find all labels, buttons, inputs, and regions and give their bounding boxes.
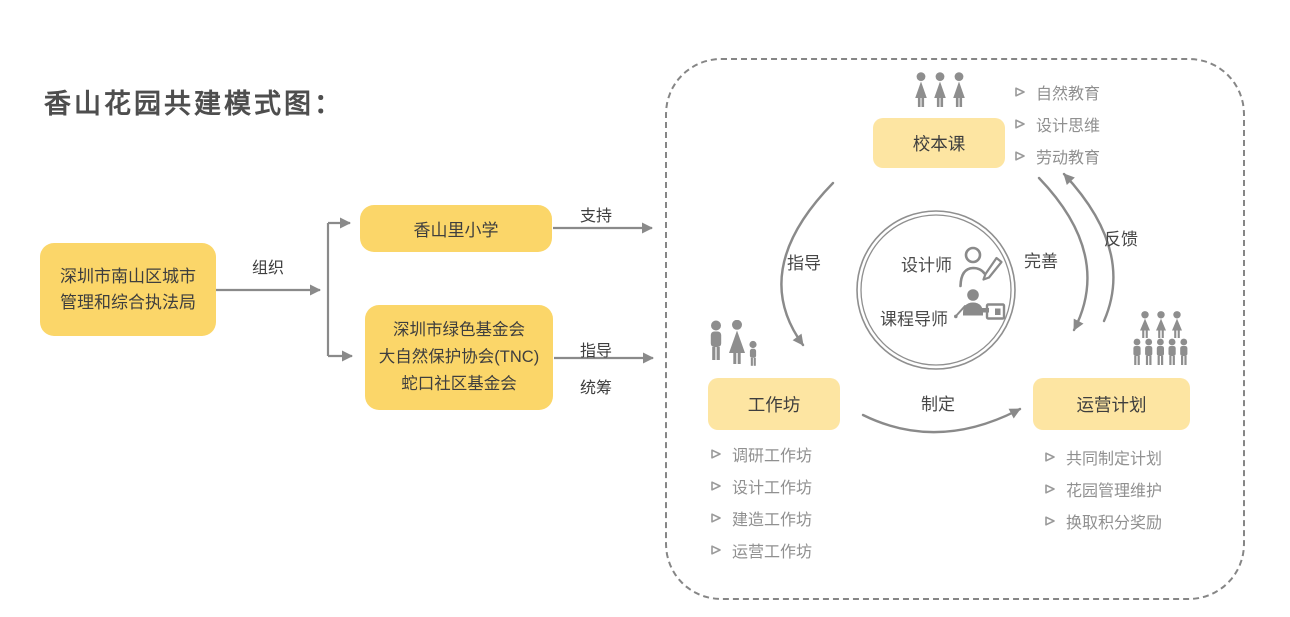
list-item-label: 换取积分奖励 <box>1066 515 1163 532</box>
role-designer-label: 设计师 <box>901 256 952 275</box>
cycle-label-formulate: 制定 <box>921 395 955 414</box>
list-item-label: 自然教育 <box>1036 86 1101 103</box>
list-item: 设计工作坊 <box>710 470 812 502</box>
edge-label-guide: 指导 <box>580 343 613 360</box>
list-item: 调研工作坊 <box>710 438 812 470</box>
role-course-tutor-label: 课程导师 <box>880 310 948 329</box>
edge-label-support: 支持 <box>580 208 613 225</box>
list-item-label: 设计思维 <box>1036 118 1101 135</box>
arrowhead-bullet-icon <box>1015 87 1025 97</box>
node-workshop: 工作坊 <box>708 378 840 430</box>
cycle-label-perfect: 完善 <box>1024 252 1058 271</box>
org-line-2: 大自然保护协会(TNC) <box>378 348 540 366</box>
node-school-course: 校本课 <box>873 118 1005 168</box>
co-build-cycle-container <box>665 58 1245 600</box>
list-item: 建造工作坊 <box>710 502 812 534</box>
arrowhead-bullet-icon <box>1045 516 1055 526</box>
community-crowd-icon <box>1133 311 1188 365</box>
workshop-list: 调研工作坊 设计工作坊 建造工作坊 运营工作坊 <box>710 438 812 566</box>
teacher-pointer-icon <box>954 289 1006 320</box>
list-item: 换取积分奖励 <box>1044 505 1162 537</box>
school-course-list: 自然教育 设计思维 劳动教育 <box>1014 76 1100 172</box>
designer-pencil-icon <box>959 246 1003 288</box>
org-line-3: 蛇口社区基金会 <box>401 375 517 393</box>
list-item-label: 共同制定计划 <box>1066 451 1163 468</box>
node-government: 深圳市南山区城市管理和综合执法局 <box>40 243 216 336</box>
arrowhead-bullet-icon <box>711 545 721 555</box>
students-group-icon <box>915 72 965 107</box>
page-title: 香山花园共建模式图： <box>44 89 344 119</box>
list-item: 运营工作坊 <box>710 534 812 566</box>
list-item-label: 运营工作坊 <box>732 544 813 561</box>
edge-label-organize: 组织 <box>252 260 285 277</box>
arrowhead-bullet-icon <box>711 481 721 491</box>
list-item-label: 建造工作坊 <box>732 512 813 529</box>
org-line-1: 深圳市绿色基金会 <box>393 321 525 339</box>
node-operation-plan: 运营计划 <box>1033 378 1190 430</box>
list-item-label: 花园管理维护 <box>1066 483 1163 500</box>
arrowhead-bullet-icon <box>1045 484 1055 494</box>
cycle-label-instruct: 指导 <box>787 254 821 273</box>
list-item: 花园管理维护 <box>1044 473 1162 505</box>
arrowhead-bullet-icon <box>711 513 721 523</box>
edge-label-coordinate: 统筹 <box>580 380 613 397</box>
arrowhead-bullet-icon <box>1015 151 1025 161</box>
operation-plan-list: 共同制定计划 花园管理维护 换取积分奖励 <box>1044 441 1162 537</box>
arrowhead-bullet-icon <box>1015 119 1025 129</box>
list-item: 共同制定计划 <box>1044 441 1162 473</box>
cycle-label-feedback: 反馈 <box>1104 230 1138 249</box>
list-item-label: 调研工作坊 <box>732 448 813 465</box>
list-item: 劳动教育 <box>1014 140 1100 172</box>
list-item: 自然教育 <box>1014 76 1100 108</box>
list-item: 设计思维 <box>1014 108 1100 140</box>
family-icon <box>710 320 757 366</box>
node-school: 香山里小学 <box>360 205 552 252</box>
list-item-label: 劳动教育 <box>1036 150 1101 167</box>
list-item-label: 设计工作坊 <box>732 480 813 497</box>
node-organizations: 深圳市绿色基金会 大自然保护协会(TNC) 蛇口社区基金会 <box>365 305 553 410</box>
arrowhead-bullet-icon <box>711 449 721 459</box>
arrowhead-bullet-icon <box>1045 452 1055 462</box>
